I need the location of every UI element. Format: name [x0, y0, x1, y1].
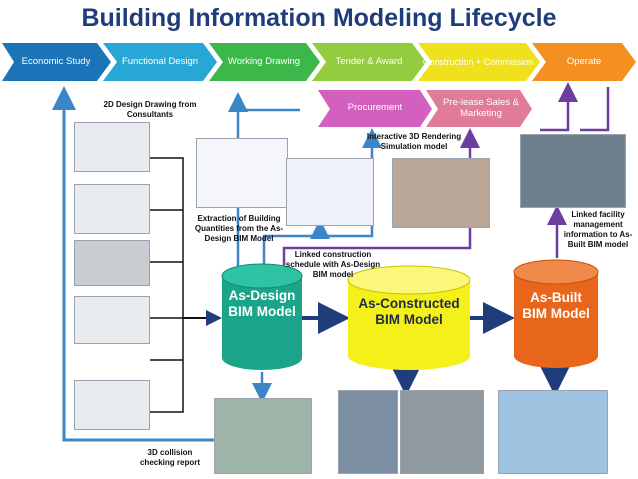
phase-economic-study: Economic Study [21, 56, 91, 67]
drawing-thumbnail [74, 122, 150, 172]
subphase-procurement: Procurement [347, 102, 403, 113]
built-building-photo [498, 390, 608, 474]
subphase-chevron-procurement [318, 90, 432, 127]
rendering-image [392, 158, 490, 228]
drawing-thumbnail [74, 380, 150, 430]
collision-report-image [214, 398, 312, 474]
construction-model-image [400, 390, 484, 474]
caption-design-drawing: 2D Design Drawing from Consultants [103, 100, 197, 119]
model-as-built-label: As-Built BIM Model [522, 290, 590, 321]
caption-collision: 3D collision checking report [139, 448, 200, 467]
phase-construction: Construction + Commission [422, 57, 534, 67]
page-title: Building Information Modeling Lifecycle [81, 4, 557, 32]
construction-photo [338, 390, 398, 474]
cylinder-as-built [513, 259, 599, 368]
subphase-prelease: Pre-lease Sales & Marketing [442, 97, 520, 119]
drawing-thumbnail [74, 296, 150, 344]
facility-management-image [520, 134, 626, 208]
phase-chevron-operate [532, 43, 636, 81]
phase-tender-award: Tender & Award [335, 56, 403, 67]
phase-chevron-tender-award [312, 43, 426, 81]
schedule-gantt-image [286, 158, 374, 226]
caption-rendering: Interactive 3D Rendering Simulation mode… [366, 132, 462, 151]
caption-facility: Linked facility management information t… [563, 210, 633, 249]
drawing-thumbnail [74, 240, 150, 286]
caption-schedule: Linked construction schedule with As-Des… [285, 250, 381, 279]
drawing-thumbnail [74, 184, 150, 234]
model-as-constructed-label: As-Constructed BIM Model [358, 296, 460, 327]
phase-chevron-functional-design [103, 43, 217, 81]
phase-chevron-working-drawing [209, 43, 320, 81]
phase-operate: Operate [566, 56, 602, 67]
rendering-to-marketing-arrow [282, 218, 472, 268]
quantities-spreadsheet-image [196, 138, 288, 208]
model-as-design-label: As-Design BIM Model [228, 288, 296, 319]
phase-chevron-construction [418, 43, 540, 81]
subphase-chevron-prelease [426, 90, 532, 127]
cylinder-as-design [221, 263, 303, 370]
feedback-loop-arrow [52, 86, 214, 442]
caption-quantities: Extraction of Building Quantities from t… [194, 214, 284, 243]
phase-chevron-economic-study [2, 43, 111, 81]
design-to-schedule-arrow [262, 219, 330, 268]
phase-working-drawing: Working Drawing [227, 56, 301, 67]
phase-functional-design: Functional Design [121, 56, 199, 67]
cylinder-as-constructed [347, 265, 471, 370]
